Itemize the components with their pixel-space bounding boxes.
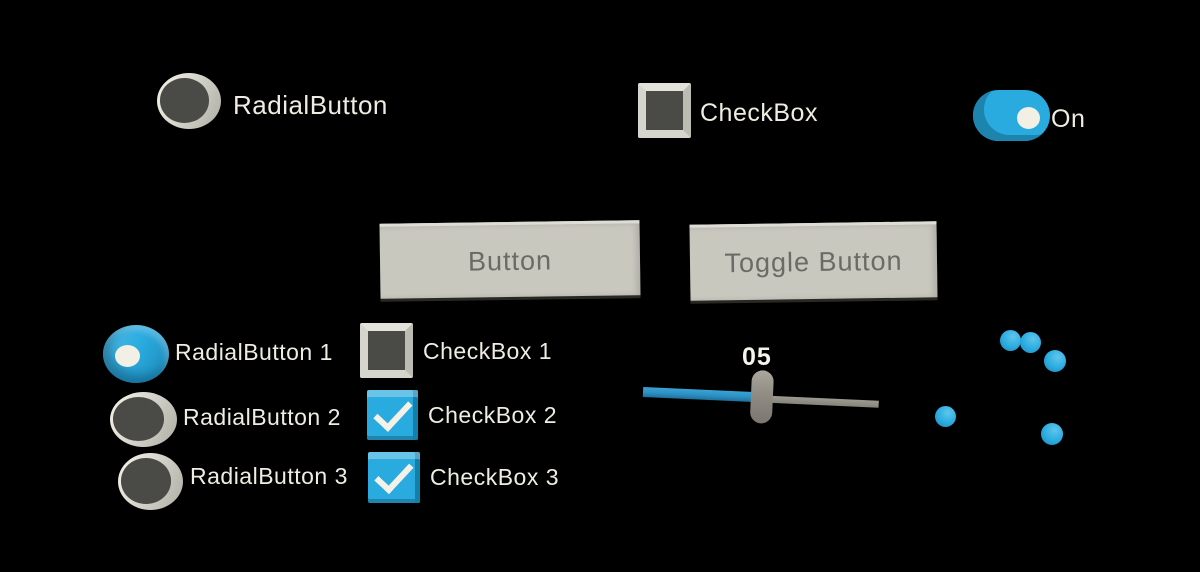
radial-button-face	[159, 78, 209, 123]
particle-sphere	[935, 406, 956, 427]
checkmark-icon	[374, 454, 414, 495]
radial-button-1-dot	[114, 344, 140, 367]
checkbox-2[interactable]	[367, 390, 418, 440]
button[interactable]: Button	[379, 220, 641, 299]
radial-button-main-label: RadialButton	[233, 90, 388, 120]
checkbox-1-label: CheckBox 1	[423, 338, 553, 364]
checkbox-2-label: CheckBox 2	[428, 402, 558, 428]
toggle-button[interactable]: Toggle Button	[689, 221, 938, 301]
checkbox-main-label: CheckBox	[700, 99, 818, 127]
checkbox-1[interactable]	[360, 323, 413, 378]
toggle-button-label: Toggle Button	[724, 245, 903, 279]
radial-button-2-face	[112, 396, 165, 441]
checkbox-main[interactable]	[638, 83, 691, 138]
radial-button-main[interactable]	[157, 73, 221, 129]
slider-thumb[interactable]	[749, 369, 775, 424]
checkbox-3-label: CheckBox 3	[430, 464, 560, 490]
particle-sphere	[1000, 330, 1021, 351]
particle-sphere	[1044, 350, 1066, 372]
slider-track-filled[interactable]	[642, 387, 760, 403]
radial-button-3-face	[120, 458, 171, 504]
particle-sphere	[1020, 332, 1041, 353]
particle-sphere	[1041, 423, 1063, 445]
slider-value: 05	[742, 343, 772, 371]
radial-button-2-label: RadialButton 2	[183, 404, 341, 430]
toggle-state-label: On	[1051, 105, 1086, 133]
slider[interactable]	[642, 362, 880, 433]
slider-track[interactable]	[771, 395, 879, 408]
radial-button-1[interactable]	[103, 325, 169, 383]
checkmark-icon	[372, 392, 412, 432]
radial-button-1-label: RadialButton 1	[175, 339, 333, 365]
radial-button-2[interactable]	[110, 392, 177, 447]
toggle-knob[interactable]	[1017, 107, 1040, 129]
button-label: Button	[467, 244, 553, 277]
radial-button-3[interactable]	[118, 453, 183, 510]
radial-button-3-label: RadialButton 3	[190, 463, 348, 489]
toggle-switch[interactable]	[973, 90, 1050, 141]
checkbox-3[interactable]	[368, 452, 420, 503]
